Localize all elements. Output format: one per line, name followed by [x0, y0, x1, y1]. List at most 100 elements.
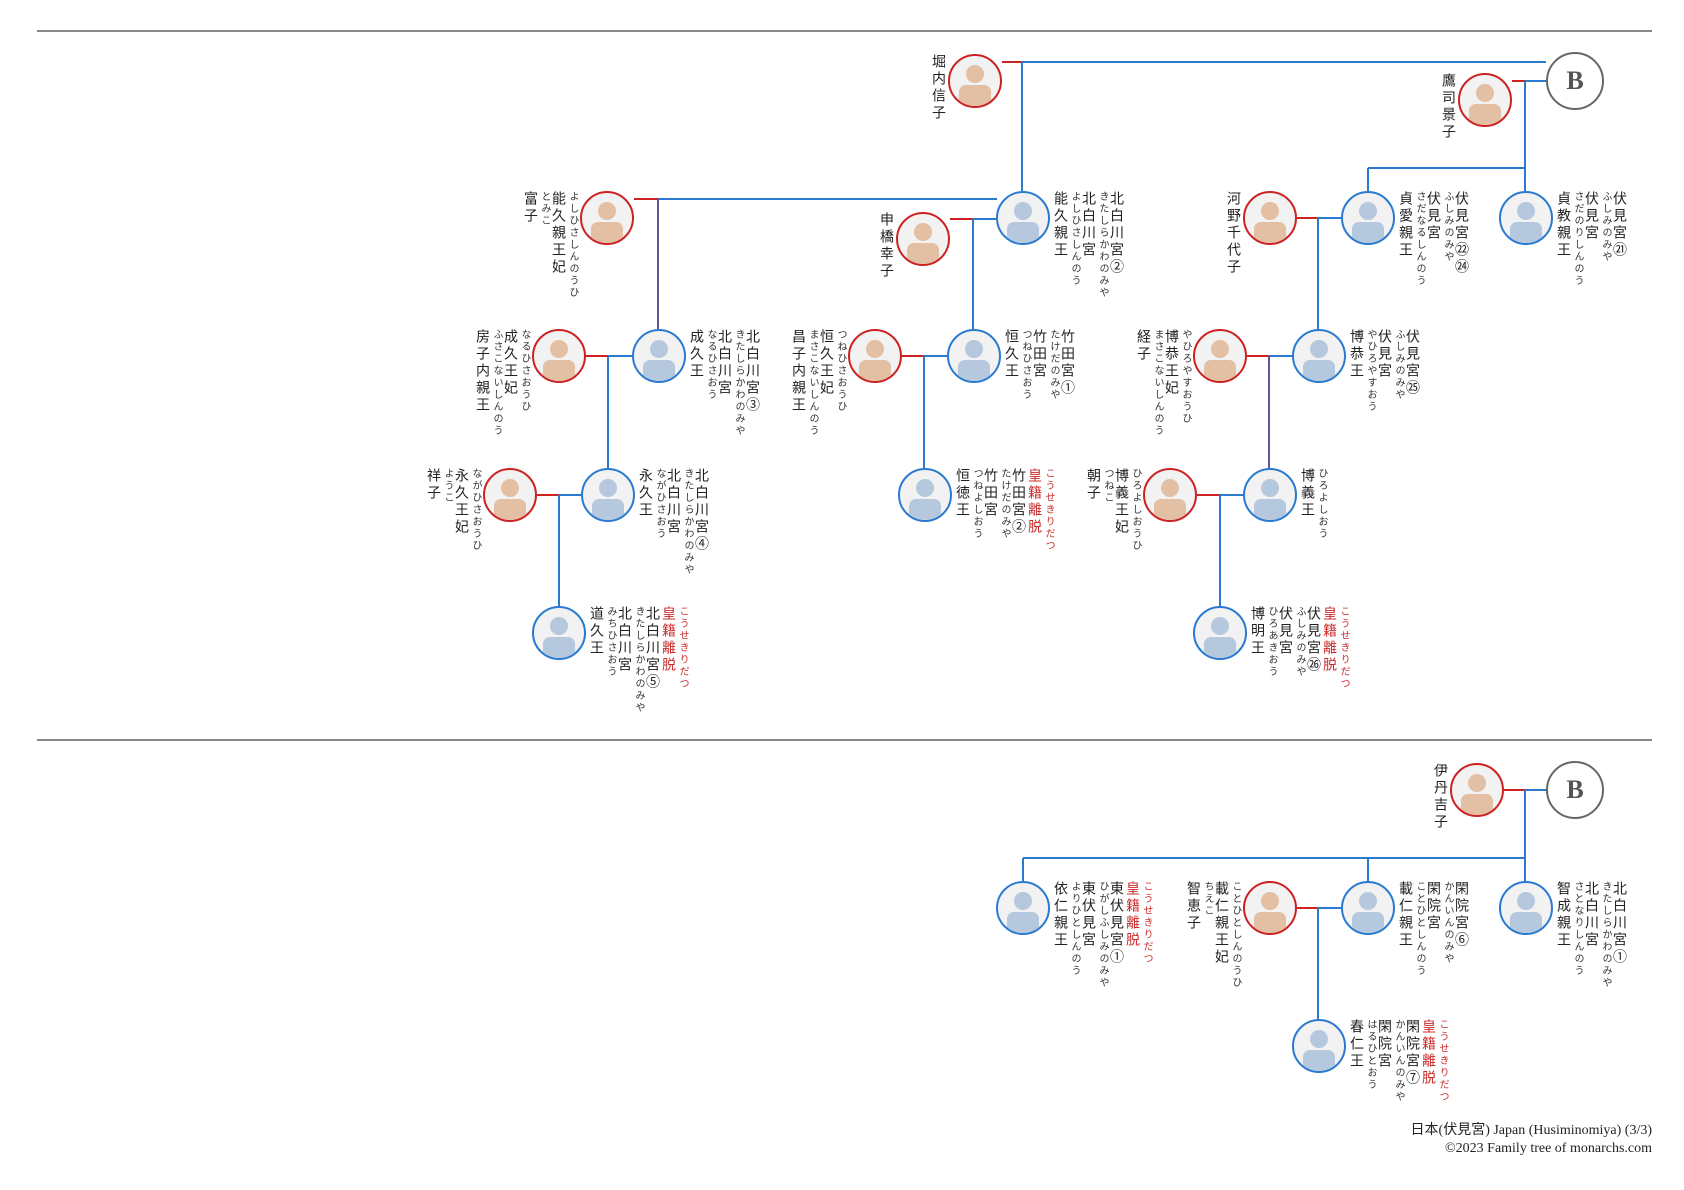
female-person-avatar[interactable]	[532, 329, 586, 383]
female-person-avatar[interactable]	[896, 212, 950, 266]
female-person-avatar[interactable]	[580, 191, 634, 245]
descent-line	[1317, 217, 1341, 329]
female-person-avatar[interactable]	[848, 329, 902, 383]
name-text: 堀内信子	[930, 54, 946, 122]
person-label-asako: ひろよしおうひ博義王妃つねこ朝子	[1085, 468, 1141, 552]
male-person-avatar[interactable]	[996, 191, 1050, 245]
person-label-takatsukasa-keiko: 鷹司景子	[1440, 73, 1456, 141]
male-person-avatar[interactable]	[1499, 881, 1553, 935]
reading-text: さだのりしんのう	[1572, 191, 1583, 287]
reading-text: こうせきりだつ	[1043, 468, 1054, 552]
section-divider	[37, 30, 1652, 32]
person-icon-head	[965, 340, 983, 358]
female-person-avatar[interactable]	[1243, 191, 1297, 245]
descent-line	[1524, 789, 1546, 881]
name-text: 載仁親王妃	[1213, 881, 1229, 966]
reading-text: きたしらかわのみや	[682, 468, 693, 576]
reading-text: なるひさおうひ	[519, 329, 530, 413]
person-icon-head	[866, 340, 884, 358]
name-text: 河野千代子	[1225, 191, 1241, 276]
reading-text: やひろやすおうひ	[1180, 329, 1191, 425]
name-text: 竹田宮①	[1059, 329, 1075, 397]
name-text: 北白川宮③	[744, 329, 760, 414]
reading-text: やひろやすおう	[1365, 329, 1376, 413]
descent-line	[923, 355, 947, 468]
reading-text: なるひさおう	[705, 329, 716, 401]
person-icon-body	[1204, 637, 1236, 658]
name-text: 博義王妃	[1113, 468, 1129, 536]
descent-line	[558, 494, 581, 606]
reading-text: こうせきりだつ	[1338, 606, 1349, 690]
name-text: 皇籍離脱	[1321, 606, 1337, 674]
male-person-avatar[interactable]	[1292, 1019, 1346, 1073]
name-text: 北白川宮	[1080, 191, 1096, 259]
descent-line	[972, 218, 996, 329]
male-person-avatar[interactable]	[996, 881, 1050, 935]
male-person-avatar[interactable]	[532, 606, 586, 660]
male-person-avatar[interactable]	[581, 468, 635, 522]
person-icon-body	[1352, 222, 1384, 243]
name-text: 永久王	[637, 468, 653, 519]
person-label-masako: つねひさおうひ恒久王妃まさこないしんのう昌子内親王	[790, 329, 846, 437]
reading-text: ふさこないしんのう	[491, 329, 502, 437]
male-person-avatar[interactable]	[1499, 191, 1553, 245]
name-text: 富子	[522, 191, 538, 225]
male-person-avatar[interactable]	[1292, 329, 1346, 383]
person-label-chieko: ことひとしんのうひ載仁親王妃ちえこ智恵子	[1185, 881, 1241, 989]
person-icon-head	[1517, 202, 1535, 220]
female-person-avatar[interactable]	[1450, 763, 1504, 817]
continuation-marker-b[interactable]: B	[1546, 761, 1604, 819]
female-person-avatar[interactable]	[1193, 329, 1247, 383]
female-person-avatar[interactable]	[1458, 73, 1512, 127]
reading-text: ながひさおうひ	[470, 468, 481, 552]
reading-text: ふしみのみや	[1442, 191, 1453, 263]
person-icon-body	[494, 499, 526, 520]
name-text: 竹田宮	[982, 468, 998, 519]
name-text: 閑院宮	[1376, 1019, 1392, 1070]
continuation-marker-b[interactable]: B	[1546, 52, 1604, 110]
person-icon-head	[1014, 202, 1032, 220]
name-text: 載仁親王	[1397, 881, 1413, 949]
male-person-avatar[interactable]	[1341, 881, 1395, 935]
male-person-avatar[interactable]	[947, 329, 1001, 383]
female-person-avatar[interactable]	[1143, 468, 1197, 522]
name-text: 智成親王	[1555, 881, 1571, 949]
male-person-avatar[interactable]	[1243, 468, 1297, 522]
name-text: 伏見宮	[1277, 606, 1293, 657]
reading-text: こうせきりだつ	[1141, 881, 1152, 965]
name-text: 東伏見宮	[1080, 881, 1096, 949]
male-person-avatar[interactable]	[1193, 606, 1247, 660]
reading-text: きたしらかわのみや	[733, 329, 744, 437]
name-text: 伏見宮㉑	[1611, 191, 1627, 259]
female-person-avatar[interactable]	[483, 468, 537, 522]
female-person-avatar[interactable]	[1243, 881, 1297, 935]
name-text: 貞教親王	[1555, 191, 1571, 259]
person-icon-head	[501, 479, 519, 497]
name-text: 伏見宮㉒㉔	[1453, 191, 1469, 276]
name-text: 能久親王	[1052, 191, 1068, 259]
person-label-sachiko: ながひさおうひ永久王妃ようこ祥子	[425, 468, 481, 552]
person-icon-head	[1468, 774, 1486, 792]
reading-text: さとなりしんのう	[1572, 881, 1583, 977]
reading-text: ひろあきおう	[1266, 606, 1277, 678]
male-person-avatar[interactable]	[898, 468, 952, 522]
reading-text: ひろよしおうひ	[1130, 468, 1141, 552]
reading-text: きたしらかわのみや	[1600, 881, 1611, 989]
person-icon-head	[550, 617, 568, 635]
male-person-avatar[interactable]	[632, 329, 686, 383]
name-text: 皇籍離脱	[1124, 881, 1140, 949]
person-icon-body	[907, 243, 939, 264]
chart-title: 日本(伏見宮) Japan (Husiminomiya) (3/3)	[1410, 1123, 1652, 1138]
person-icon-body	[1007, 222, 1039, 243]
female-person-avatar[interactable]	[948, 54, 1002, 108]
reading-text: ひがしふしみのみや	[1097, 881, 1108, 989]
name-text: 北白川宮⑤	[644, 606, 660, 691]
name-text: 博恭王妃	[1163, 329, 1179, 397]
male-person-avatar[interactable]	[1341, 191, 1395, 245]
name-text: 竹田宮	[1031, 329, 1047, 380]
reading-text: ながひさおう	[654, 468, 665, 540]
